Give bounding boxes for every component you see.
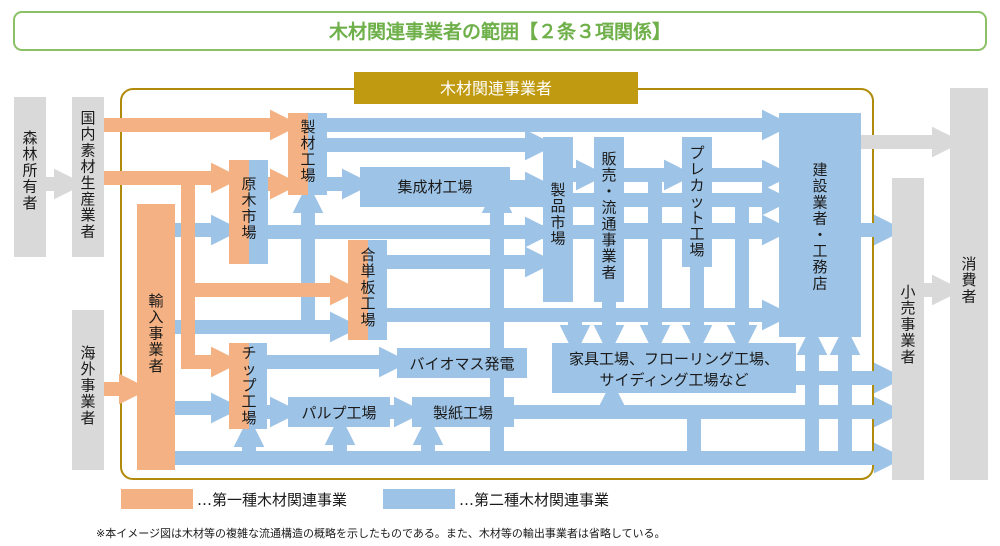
seihin-label: 製品市場 (550, 181, 565, 248)
legend-type1-label: …第一種木材関連事業 (197, 491, 347, 509)
chip-label: チップ工場 (241, 344, 256, 427)
title-box (13, 11, 987, 51)
kouri-box (892, 178, 924, 480)
shohisha-box (950, 88, 988, 480)
shuseizai-box (360, 167, 510, 207)
kagu-label-line1: 家具工場、フローリング工場、 (569, 350, 779, 368)
frame-label: 木材関連事業者 (440, 79, 552, 98)
footnote: ※本イメージ図は木材等の複雑な流通構造の概略を示したものである。また、木材等の輸… (96, 526, 666, 540)
goban-blue-part (368, 240, 387, 340)
seizai-blue-part (308, 113, 327, 195)
shuseizai-label: 集成材工場 (397, 178, 472, 196)
seishi-label: 製紙工場 (433, 404, 493, 422)
kokunai-box (72, 97, 104, 257)
page-title: 木材関連事業者の範囲【２条３項関係】 (328, 20, 671, 43)
chip-box (229, 343, 249, 429)
kensetsu-label: 建設業者・工務店 (812, 161, 827, 292)
seizai-label: 製材工場 (300, 118, 315, 185)
goban-box (348, 240, 368, 340)
yunyu-box (137, 204, 175, 470)
legend-type2-label: …第二種木材関連事業 (459, 491, 609, 509)
chip-blue-part (249, 343, 267, 429)
kensetsu-box (779, 113, 861, 337)
pulp-box (288, 397, 390, 427)
gemmoku-blue-part (249, 160, 268, 264)
pulp-label: パルプ工場 (301, 404, 376, 422)
frame-label-box (354, 72, 638, 104)
shohisha-label: 消費者 (961, 255, 976, 305)
goban-label: 合単板工場 (360, 246, 375, 329)
biomass-box (397, 348, 527, 378)
legend-type2-swatch (383, 489, 455, 509)
kagu-box (552, 343, 796, 393)
arrow-kokunai-to-chip (181, 178, 242, 378)
kouri-label: 小売事業者 (900, 283, 915, 366)
legend-type1-swatch (121, 489, 193, 509)
kaigai-label: 海外事業者 (80, 344, 95, 427)
kokunai-label: 国内素材生産業者 (80, 109, 95, 240)
seihin-box (543, 137, 573, 302)
shinrin-label: 森林所有者 (22, 129, 37, 212)
gemmoku-box (229, 160, 249, 264)
kagu-label-line2: サイディング工場など (600, 371, 749, 389)
seishi-box (412, 397, 514, 427)
hanbai-label: 販売・流通事業者 (601, 150, 616, 281)
hanbai-box (594, 137, 624, 302)
gemmoku-label: 原木市場 (241, 175, 256, 242)
precut-box (682, 137, 712, 267)
seizai-box (288, 113, 308, 195)
shinrin-box (14, 97, 46, 257)
yunyu-label: 輸入事業者 (148, 292, 163, 375)
biomass-label: バイオマス発電 (409, 355, 514, 373)
precut-label: プレカット工場 (689, 144, 704, 259)
kaigai-box (72, 310, 104, 470)
